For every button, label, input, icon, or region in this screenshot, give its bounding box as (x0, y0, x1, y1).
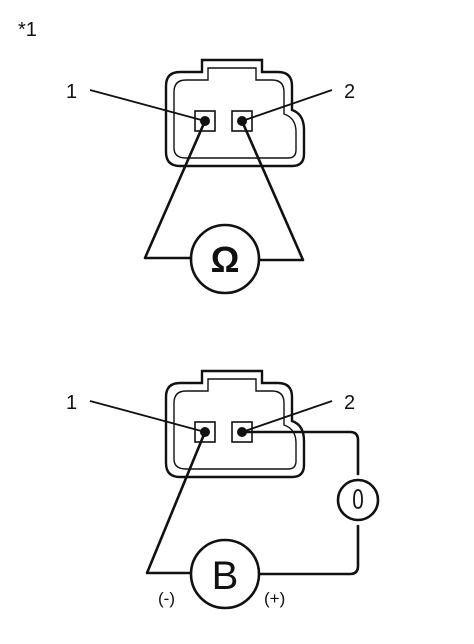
terminal-2-label: 2 (344, 81, 355, 103)
bulb-icon (336, 478, 380, 522)
ohmmeter (189, 223, 261, 295)
ohm-symbol: Ω (211, 239, 240, 280)
terminal-1-pin (200, 427, 210, 437)
terminal-2-pin (237, 116, 247, 126)
terminal-2-label: 2 (344, 392, 355, 414)
terminal-1-pin (200, 116, 210, 126)
negative-label: (-) (158, 589, 175, 608)
terminal-1-label: 1 (66, 81, 77, 103)
battery (189, 538, 261, 610)
resistance-check-diagram: 1 2 Ω (66, 58, 355, 295)
terminal-1-label: 1 (66, 392, 77, 414)
battery-check-diagram: 1 2 B (-) (+) (66, 369, 380, 610)
terminal-2-pin (237, 427, 247, 437)
figure-label: *1 (18, 19, 37, 41)
battery-symbol: B (212, 554, 239, 598)
positive-label: (+) (264, 589, 285, 608)
